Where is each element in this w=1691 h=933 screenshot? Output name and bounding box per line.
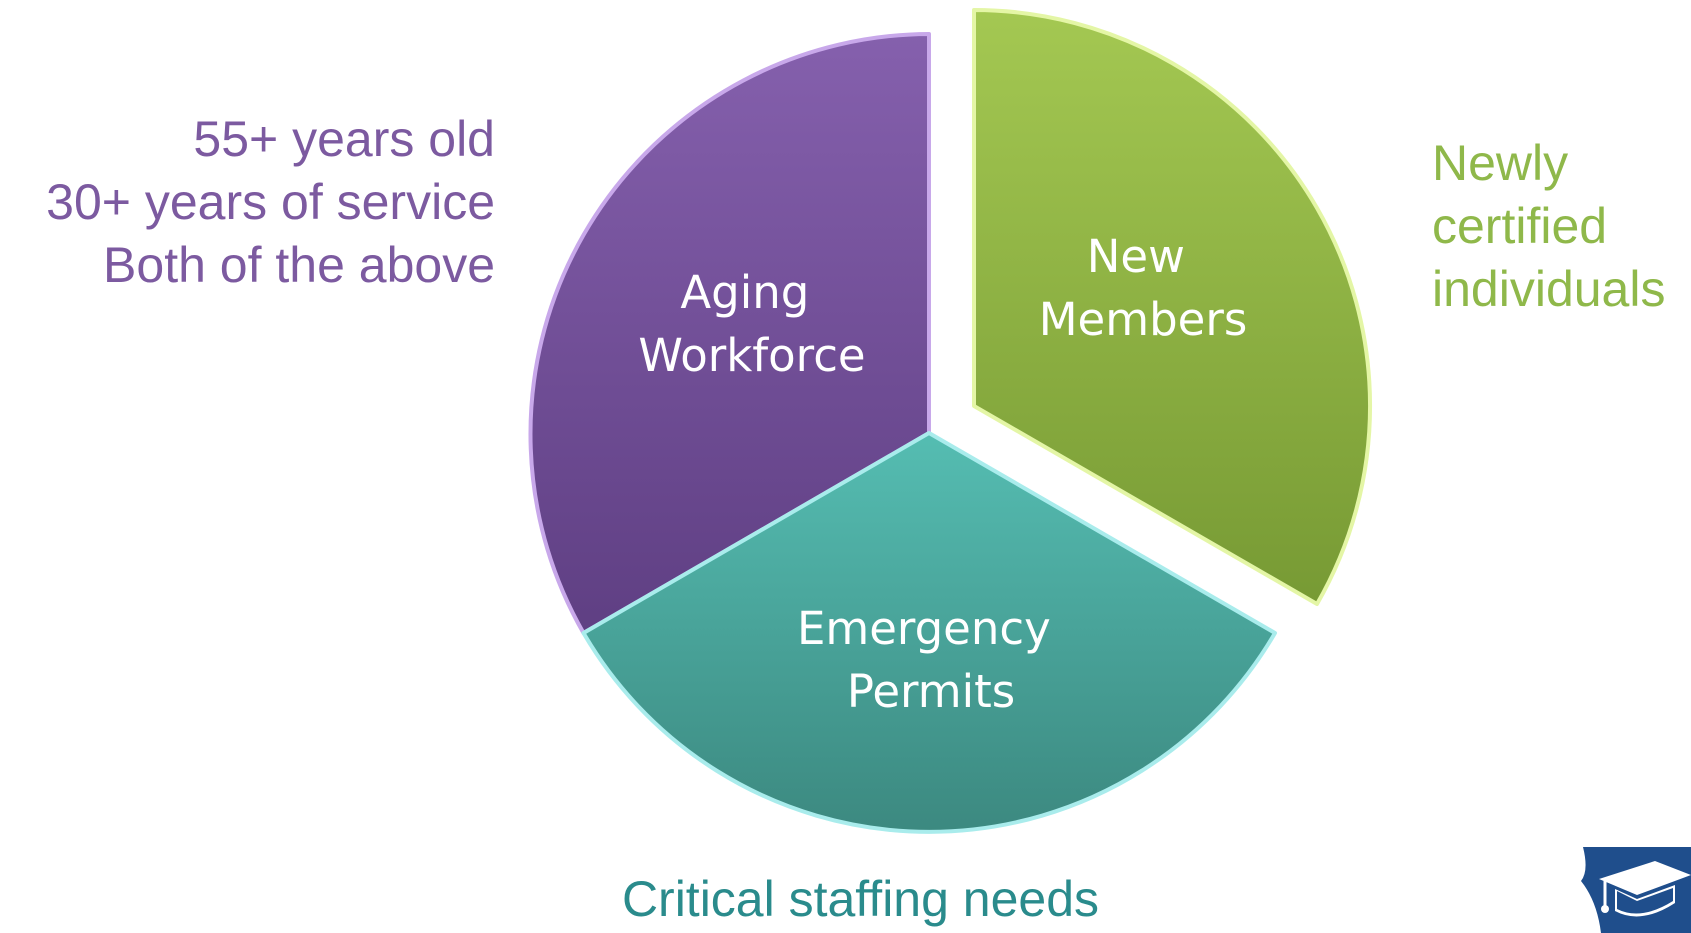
aging-workforce-annotation: 55+ years old 30+ years of service Both … bbox=[0, 108, 495, 297]
annotation-line: Newly bbox=[1432, 135, 1569, 191]
annotation-line: individuals bbox=[1432, 261, 1666, 317]
annotation-line: 30+ years of service bbox=[46, 174, 495, 230]
new-members-label: New Members bbox=[1039, 230, 1248, 346]
graduation-cap-keystone-icon bbox=[1581, 847, 1691, 933]
new-members-annotation: Newly certified individuals bbox=[1432, 132, 1665, 321]
emergency-permits-label: Emergency Permits bbox=[797, 602, 1065, 718]
annotation-line: certified bbox=[1432, 198, 1608, 254]
annotation-line: Critical staffing needs bbox=[621, 871, 1100, 927]
segment-new-members: New Members bbox=[972, 8, 1373, 606]
new-members-wedge bbox=[972, 8, 1373, 606]
segment-emergency-permits: Emergency Permits bbox=[581, 431, 1277, 834]
aging-workforce-wedge bbox=[528, 32, 931, 635]
emergency-permits-annotation: Critical staffing needs bbox=[0, 868, 1691, 931]
annotation-line: 55+ years old bbox=[193, 111, 495, 167]
aging-workforce-label: Aging Workforce bbox=[638, 266, 865, 382]
annotation-line: Both of the above bbox=[103, 237, 495, 293]
segment-aging-workforce: Aging Workforce bbox=[528, 32, 931, 635]
emergency-permits-wedge bbox=[581, 431, 1277, 834]
